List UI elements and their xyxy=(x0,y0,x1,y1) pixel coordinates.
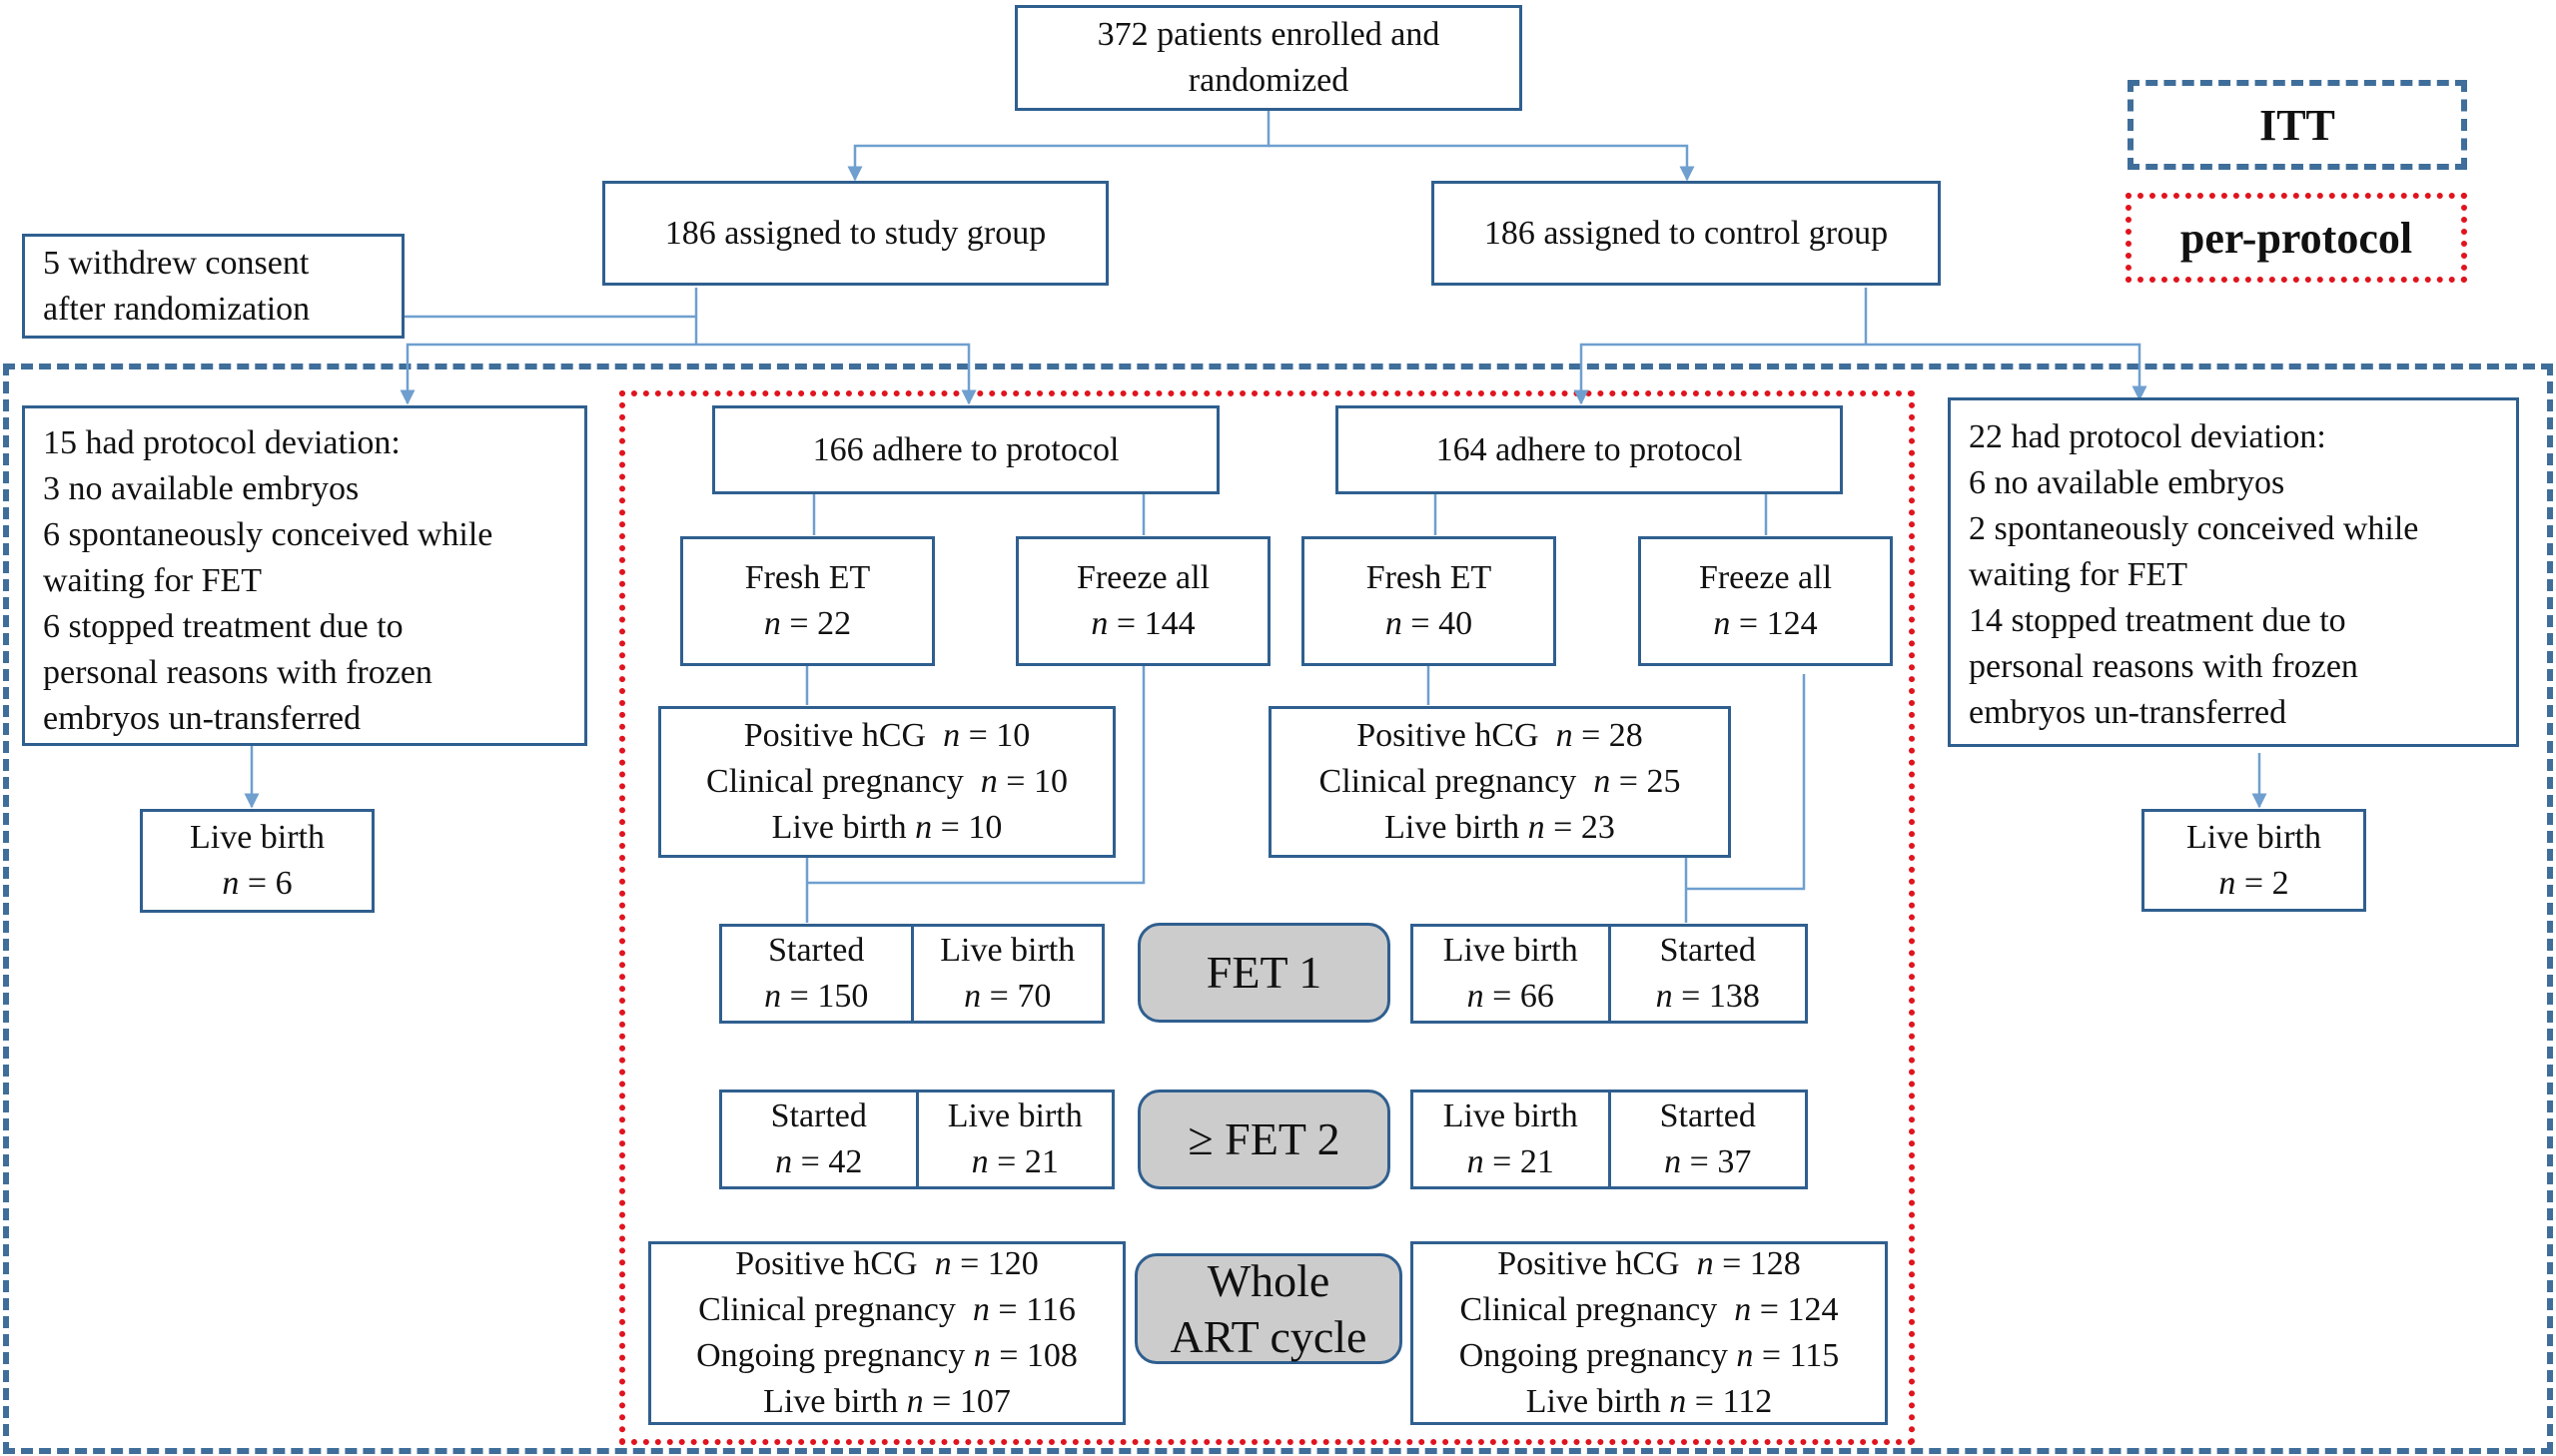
stage-whole-line-2: ART cycle xyxy=(1170,1310,1367,1362)
study-fet1-box: Started n = 150 Live birth n = 70 xyxy=(719,924,1105,1024)
control-deviation-line-3: 2 spontaneously conceived while xyxy=(1969,510,2419,547)
control-adhere-box: 164 adhere to protocol xyxy=(1335,405,1843,494)
study-freeze-all-label: Freeze all xyxy=(1076,559,1211,596)
study-fresh-clinical: Clinical pregnancy n = 10 xyxy=(706,763,1068,800)
control-fresh-et-label: Fresh ET xyxy=(1365,559,1492,596)
control-fet2-box: Live birth n = 21 Started n = 37 xyxy=(1410,1090,1808,1189)
study-deviation-line-3: 6 spontaneously conceived while xyxy=(43,516,493,553)
study-fresh-live: Live birth n = 10 xyxy=(771,809,1003,846)
stage-fet2: ≥ FET 2 xyxy=(1138,1090,1390,1189)
study-deviation-line-2: 3 no available embryos xyxy=(43,470,360,507)
itt-region xyxy=(3,364,2553,1454)
control-whole-ongoing: Ongoing pregnancy n = 115 xyxy=(1458,1337,1840,1374)
study-whole-clinical: Clinical pregnancy n = 116 xyxy=(698,1291,1076,1328)
control-deviation-line-5: 14 stopped treatment due to xyxy=(1969,602,2346,639)
study-deviation-line-5: 6 stopped treatment due to xyxy=(43,608,404,645)
per-protocol-legend-label: per-protocol xyxy=(2179,213,2413,263)
control-deviation-livebirth-box: Live birth n = 2 xyxy=(2141,809,2366,912)
control-deviation-livebirth-n: n = 2 xyxy=(2218,864,2289,902)
study-deviation-livebirth-n: n = 6 xyxy=(222,865,293,902)
control-whole-live: Live birth n = 112 xyxy=(1525,1383,1773,1420)
itt-legend: ITT xyxy=(2128,80,2467,170)
study-deviation-line-1: 15 had protocol deviation: xyxy=(43,424,401,461)
control-freeze-all-label: Freeze all xyxy=(1698,559,1833,596)
control-whole-clinical: Clinical pregnancy n = 124 xyxy=(1459,1291,1839,1328)
study-fresh-et-label: Fresh ET xyxy=(744,559,871,596)
stage-fet1: FET 1 xyxy=(1138,923,1390,1023)
control-group-box: 186 assigned to control group xyxy=(1431,181,1941,286)
withdrew-box: 5 withdrew consent after randomization xyxy=(22,234,405,339)
study-whole-ongoing: Ongoing pregnancy n = 108 xyxy=(696,1337,1078,1374)
control-adhere-label: 164 adhere to protocol xyxy=(1435,430,1743,468)
study-fresh-et-n: n = 22 xyxy=(763,605,852,642)
study-fresh-et-box: Fresh ET n = 22 xyxy=(680,536,935,666)
control-deviation-box: 22 had protocol deviation: 6 no availabl… xyxy=(1948,397,2519,747)
itt-legend-label: ITT xyxy=(2259,100,2335,150)
enrolled-box: 372 patients enrolled and randomized xyxy=(1015,5,1522,111)
study-deviation-livebirth-label: Live birth xyxy=(189,819,326,856)
control-freeze-all-n: n = 124 xyxy=(1713,605,1818,642)
control-deviation-line-6: personal reasons with frozen xyxy=(1969,648,2358,685)
control-fet2-started: Started n = 37 xyxy=(1607,1092,1806,1186)
study-adhere-label: 166 adhere to protocol xyxy=(812,430,1120,468)
study-whole-live: Live birth n = 107 xyxy=(763,1383,1011,1420)
study-deviation-line-6: personal reasons with frozen xyxy=(43,654,432,691)
study-fresh-hcg: Positive hCG n = 10 xyxy=(743,717,1031,754)
study-fresh-outcome-box: Positive hCG n = 10 Clinical pregnancy n… xyxy=(658,706,1116,858)
control-fet1-box: Live birth n = 66 Started n = 138 xyxy=(1410,924,1808,1024)
control-fet2-livebirth: Live birth n = 21 xyxy=(1442,1097,1578,1180)
per-protocol-legend: per-protocol xyxy=(2126,193,2467,283)
study-group-label: 186 assigned to study group xyxy=(664,214,1047,252)
control-fet1-livebirth: Live birth n = 66 xyxy=(1442,932,1578,1015)
control-deviation-line-7: embryos un-transferred xyxy=(1969,694,2287,731)
study-deviation-box: 15 had protocol deviation: 3 no availabl… xyxy=(22,405,587,746)
stage-fet1-label: FET 1 xyxy=(1206,947,1322,998)
withdrew-line-2: after randomization xyxy=(43,290,311,328)
study-fet2-box: Started n = 42 Live birth n = 21 xyxy=(719,1090,1115,1189)
study-deviation-line-4: waiting for FET xyxy=(43,562,263,599)
study-deviation-livebirth-box: Live birth n = 6 xyxy=(140,809,375,913)
control-fresh-outcome-box: Positive hCG n = 28 Clinical pregnancy n… xyxy=(1269,706,1731,858)
control-deviation-livebirth-label: Live birth xyxy=(2185,818,2322,856)
study-adhere-box: 166 adhere to protocol xyxy=(712,405,1220,494)
stage-fet2-label: ≥ FET 2 xyxy=(1188,1113,1340,1164)
study-freeze-all-box: Freeze all n = 144 xyxy=(1016,536,1271,666)
control-deviation-line-4: waiting for FET xyxy=(1969,556,2188,593)
control-fresh-clinical: Clinical pregnancy n = 25 xyxy=(1318,763,1681,800)
control-deviation-line-2: 6 no available embryos xyxy=(1969,464,2285,501)
study-whole-cycle-box: Positive hCG n = 120 Clinical pregnancy … xyxy=(648,1241,1126,1425)
study-freeze-all-n: n = 144 xyxy=(1091,605,1196,642)
withdrew-line-1: 5 withdrew consent xyxy=(43,244,310,282)
control-fet1-started: Started n = 138 xyxy=(1607,927,1806,1021)
study-fet2-started: Started n = 42 xyxy=(770,1097,867,1180)
study-group-box: 186 assigned to study group xyxy=(602,181,1109,286)
study-fet2-livebirth: Live birth n = 21 xyxy=(915,1092,1113,1186)
control-fresh-hcg: Positive hCG n = 28 xyxy=(1356,717,1643,754)
study-fet1-livebirth: Live birth n = 70 xyxy=(910,927,1103,1021)
control-fresh-et-n: n = 40 xyxy=(1384,605,1473,642)
stage-whole-line-1: Whole xyxy=(1207,1254,1330,1306)
control-deviation-line-1: 22 had protocol deviation: xyxy=(1969,418,2326,455)
study-fet1-started: Started n = 150 xyxy=(764,932,869,1015)
enrolled-line-1: 372 patients enrolled and xyxy=(1097,16,1440,53)
enrolled-line-2: randomized xyxy=(1188,62,1349,99)
control-fresh-live: Live birth n = 23 xyxy=(1384,809,1615,846)
stage-whole-art-cycle: Whole ART cycle xyxy=(1135,1253,1402,1364)
control-fresh-et-box: Fresh ET n = 40 xyxy=(1301,536,1556,666)
per-protocol-region xyxy=(619,390,1915,1445)
control-group-label: 186 assigned to control group xyxy=(1483,214,1889,252)
control-whole-cycle-box: Positive hCG n = 128 Clinical pregnancy … xyxy=(1410,1241,1888,1425)
control-whole-hcg: Positive hCG n = 128 xyxy=(1497,1245,1801,1282)
study-whole-hcg: Positive hCG n = 120 xyxy=(735,1245,1039,1282)
study-deviation-line-7: embryos un-transferred xyxy=(43,700,362,737)
control-freeze-all-box: Freeze all n = 124 xyxy=(1638,536,1893,666)
